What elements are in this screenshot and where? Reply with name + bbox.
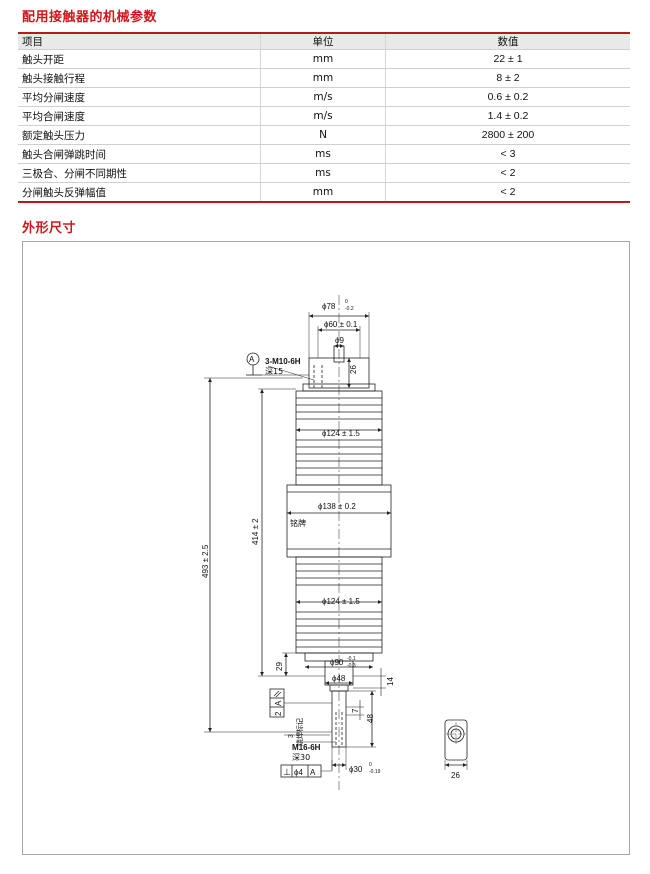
dim-dia90-tol-upper: -0.1	[347, 656, 356, 662]
dim-7: 7	[351, 708, 360, 713]
cell-value: 8 ± 2	[385, 68, 630, 88]
cell-value: 22 ± 1	[385, 49, 630, 69]
parallel-datum: A	[274, 700, 283, 706]
top-head	[308, 357, 370, 389]
dim-414: 414 ± 2	[251, 518, 260, 545]
dim-dia48: ϕ48	[332, 674, 346, 683]
top-thread-depth: 深15	[265, 367, 283, 376]
cell-unit: mm	[260, 182, 386, 203]
dim-dia90-tol-lower: -0.3	[347, 663, 356, 669]
dim-dia60: ϕ60 ± 0.1	[324, 320, 358, 329]
drawing-frame	[22, 241, 630, 855]
dim-dia138: ϕ138 ± 0.2	[318, 502, 356, 511]
perp-symbol: ⊥	[283, 767, 291, 777]
col-header-unit: 单位	[260, 32, 386, 50]
cell-value: 0.6 ± 0.2	[385, 87, 630, 107]
cell-item: 三极合、分闸不同期性	[18, 163, 261, 183]
section-title-dimensions: 外形尺寸	[22, 221, 77, 236]
cell-value: 2800 ± 200	[385, 125, 630, 145]
cell-item: 分闸触头反弹幅值	[18, 182, 261, 203]
cell-item: 触头接触行程	[18, 68, 261, 88]
parallel-tol-value: 2	[274, 711, 283, 716]
side-dim-26: 26	[451, 771, 460, 780]
table-header-row: 项目 单位 数值	[18, 32, 630, 50]
parallel-icon	[275, 691, 282, 698]
bottom-stem	[331, 690, 347, 748]
dim-dia78-tol-upper: 0	[345, 299, 348, 305]
dim-14: 14	[386, 677, 395, 686]
dim-3: 3	[288, 734, 295, 738]
cell-unit: N	[260, 125, 386, 145]
cell-item: 平均分闸速度	[18, 87, 261, 107]
dim-dia30-tol-lower: -0.19	[369, 769, 381, 775]
cell-unit: m/s	[260, 87, 386, 107]
dim-29: 29	[275, 662, 284, 671]
cell-item: 额定触头压力	[18, 125, 261, 145]
cell-unit: m/s	[260, 106, 386, 126]
cell-value: < 2	[385, 182, 630, 203]
upper-bellows	[295, 390, 383, 486]
dim-48: 48	[366, 714, 375, 723]
lower-bellows	[295, 556, 383, 654]
col-header-item: 项目	[18, 32, 261, 50]
weld-mark-label: 烧焊标记	[295, 718, 304, 746]
cell-item: 平均合闸速度	[18, 106, 261, 126]
dim-dia90: ϕ90	[330, 658, 344, 667]
cell-unit: ms	[260, 144, 386, 164]
bottom-thread-spec: M16-6H	[292, 743, 321, 752]
dim-dia124-lower: ϕ124 ± 1.5	[322, 597, 360, 606]
dim-dia9: ϕ9	[335, 336, 344, 345]
col-header-value: 数值	[385, 32, 630, 50]
cell-item: 触头开距	[18, 49, 261, 69]
cell-unit: mm	[260, 49, 386, 69]
perp-datum: A	[310, 768, 316, 777]
dim-493: 493 ± 2.5	[201, 544, 210, 578]
dim-dia78: ϕ78	[322, 302, 336, 311]
cell-value: 1.4 ± 0.2	[385, 106, 630, 126]
perp-tol-value: ϕ4	[294, 768, 303, 777]
dim-dia30: ϕ30	[349, 765, 363, 774]
datum-a-label: A	[249, 355, 255, 364]
nameplate-label: 铭牌	[290, 518, 306, 528]
top-thread-spec: 3-M10-6H	[265, 357, 301, 366]
dim-dia124-upper: ϕ124 ± 1.5	[322, 429, 360, 438]
dim-dia78-tol-lower: -0.2	[345, 306, 354, 312]
cell-unit: mm	[260, 68, 386, 88]
dim-26-top: 26	[349, 365, 358, 374]
cell-unit: ms	[260, 163, 386, 183]
dim-dia30-tol-upper: 0	[369, 762, 372, 768]
cell-value: < 2	[385, 163, 630, 183]
bottom-thread-depth: 深30	[292, 753, 310, 762]
parallel-icon	[273, 690, 280, 697]
section-title-mechanical-params: 配用接触器的机械参数	[22, 10, 158, 25]
cell-item: 触头合闸弹跳时间	[18, 144, 261, 164]
cell-value: < 3	[385, 144, 630, 164]
bottom-end-view	[444, 719, 468, 761]
